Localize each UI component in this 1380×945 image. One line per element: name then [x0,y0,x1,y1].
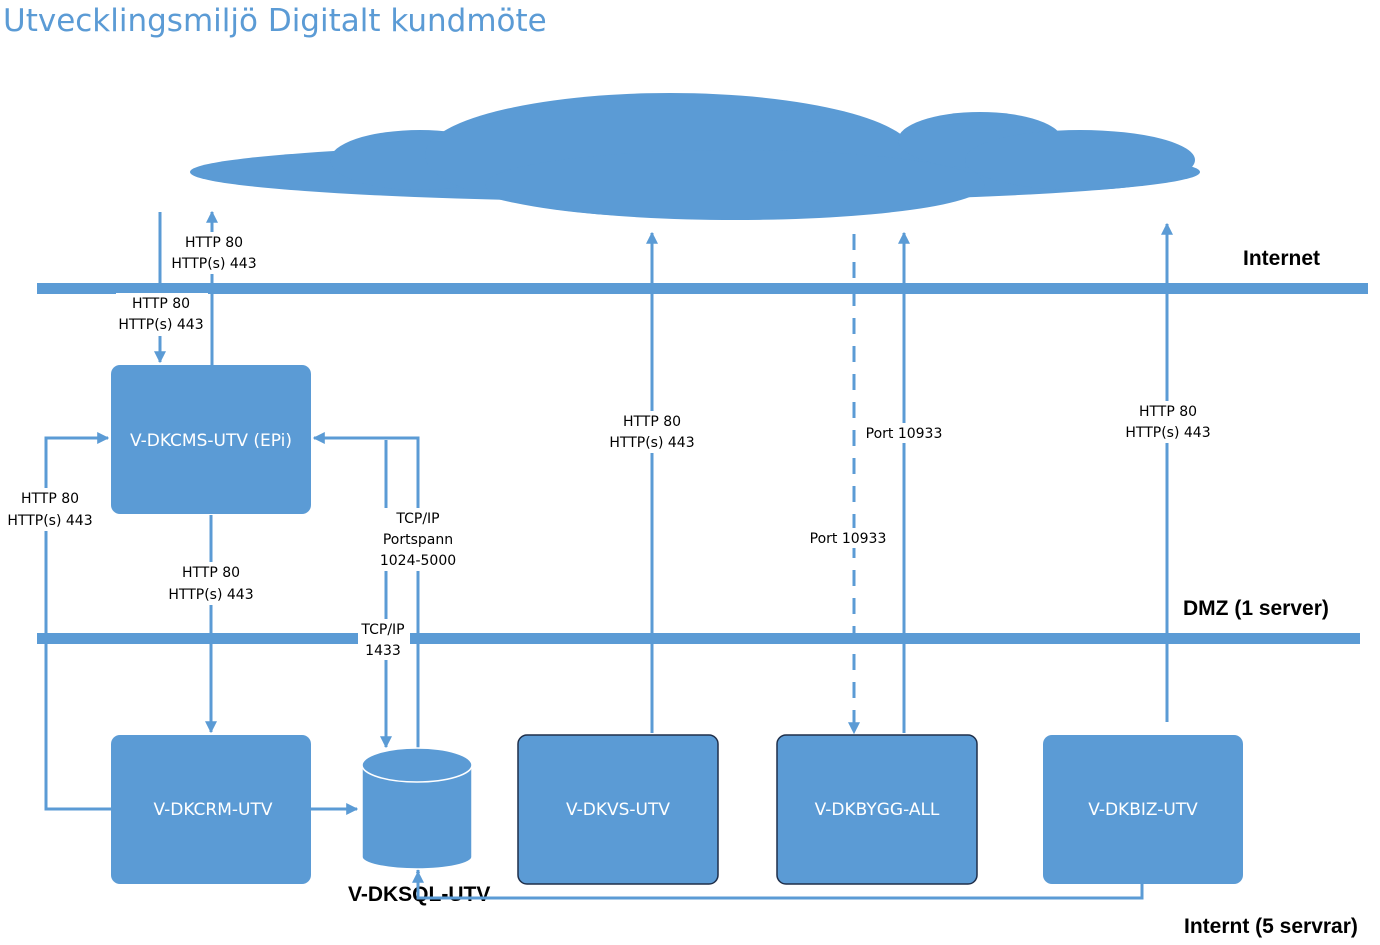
label-sql-to-cms: TCP/IP Portspann 1024-5000 [380,511,456,569]
server-vs-label: V-DKVS-UTV [566,800,670,820]
zone-label-dmz: DMZ (1 server) [1183,597,1329,620]
label-biz-out: HTTP 80 HTTP(s) 443 [1125,404,1210,441]
zone-label-internet: Internet [1243,247,1320,270]
svg-text:TCP/IP: TCP/IP [395,511,439,527]
svg-text:TCP/IP: TCP/IP [360,622,404,638]
label-cms-to-crm: HTTP 80 HTTP(s) 443 [168,565,253,603]
label-cms-out: HTTP 80 HTTP(s) 443 [171,235,256,272]
svg-text:HTTP 80: HTTP 80 [185,235,243,251]
server-biz-label: V-DKBIZ-UTV [1088,800,1198,820]
internet-cloud [190,93,1200,220]
internet-zone-line [37,283,1368,294]
svg-text:1024-5000: 1024-5000 [380,553,456,569]
svg-text:HTTP 80: HTTP 80 [21,491,79,507]
dmz-zone-line [37,633,1360,644]
zone-label-internal: Internt (5 servrar) [1184,915,1358,938]
svg-text:HTTP(s) 443: HTTP(s) 443 [168,587,253,603]
server-bygg: V-DKBYGG-ALL [776,734,978,885]
label-crm-to-cms: HTTP 80 HTTP(s) 443 [7,491,92,529]
server-cms: V-DKCMS-UTV (EPi) [111,365,311,514]
server-crm-label: V-DKCRM-UTV [153,800,272,820]
svg-text:1433: 1433 [365,643,401,659]
svg-text:HTTP(s) 443: HTTP(s) 443 [171,256,256,272]
svg-text:Portspann: Portspann [383,532,453,548]
svg-text:HTTP 80: HTTP 80 [182,565,240,581]
server-cms-label: V-DKCMS-UTV (EPi) [130,431,292,451]
page-title: Utvecklingsmiljö Digitalt kundmöte [3,3,547,39]
svg-text:Port 10933: Port 10933 [866,426,943,442]
label-bygg-in: Port 10933 [810,531,887,547]
svg-text:HTTP 80: HTTP 80 [1139,404,1197,420]
server-bygg-label: V-DKBYGG-ALL [815,800,940,820]
server-biz: V-DKBIZ-UTV [1043,735,1243,884]
svg-text:HTTP(s) 443: HTTP(s) 443 [609,435,694,451]
database-sql [361,747,473,870]
label-cms-to-sql: TCP/IP 1433 [360,622,404,659]
svg-text:HTTP 80: HTTP 80 [623,414,681,430]
svg-text:Port 10933: Port 10933 [810,531,887,547]
label-bygg-out: Port 10933 [866,426,943,442]
crm-to-cms-arrow [44,432,111,811]
label-cms-in: HTTP 80 HTTP(s) 443 [118,296,203,333]
svg-text:HTTP(s) 443: HTTP(s) 443 [118,317,203,333]
svg-text:HTTP(s) 443: HTTP(s) 443 [7,513,92,529]
label-vs-out: HTTP 80 HTTP(s) 443 [609,414,694,451]
server-crm: V-DKCRM-UTV [111,735,311,884]
svg-text:HTTP 80: HTTP 80 [132,296,190,312]
svg-text:HTTP(s) 443: HTTP(s) 443 [1125,425,1210,441]
server-vs: V-DKVS-UTV [517,734,719,885]
sql-to-cms-arrow [312,432,420,748]
